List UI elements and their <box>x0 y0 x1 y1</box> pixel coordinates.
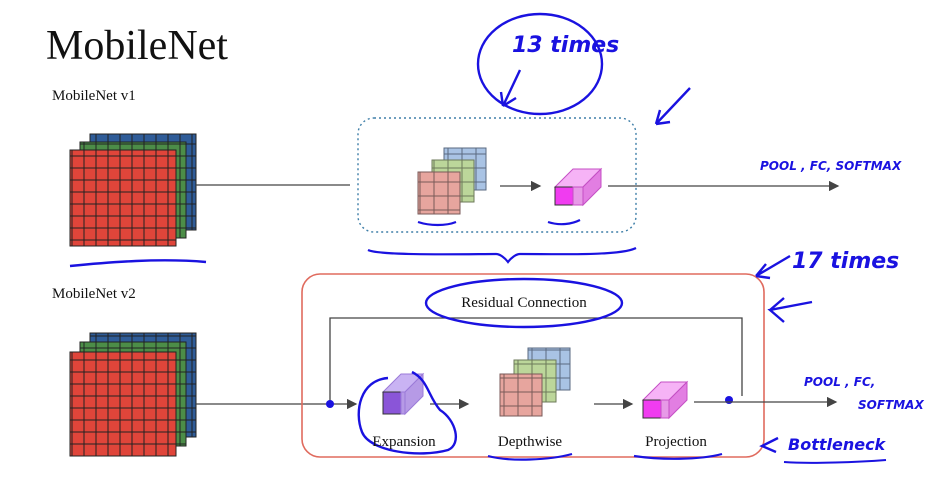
stage-label-depthwise: Depthwise <box>498 434 562 450</box>
mobilenet-v1-label: MobileNet v1 <box>52 88 136 104</box>
stage-label-expansion: Expansion <box>372 434 436 450</box>
page-title: MobileNet <box>46 23 228 69</box>
v1-block-boundary <box>357 117 637 233</box>
v2-repeat-annotation: 17 times <box>792 249 899 274</box>
v1-output-annotation: POOL , FC, SOFTMAX <box>760 159 902 173</box>
v1-depthwise-conv <box>417 147 487 215</box>
v2-output-annotation-line2: SOFTMAX <box>858 398 924 412</box>
residual-connection-path <box>329 317 743 404</box>
v2-bottleneck-block <box>301 273 765 458</box>
expansion-conv <box>381 372 425 416</box>
depthwise-conv <box>499 347 571 417</box>
stage-label-projection: Projection <box>645 434 707 450</box>
v2-output-annotation-line1: POOL , FC, <box>804 375 875 389</box>
residual-merge-dot <box>725 396 733 404</box>
projection-conv <box>641 380 689 420</box>
v2-handwritten-annotations <box>357 254 887 464</box>
v1-pointwise-conv <box>553 167 603 207</box>
v1-handwritten-annotations <box>69 12 691 268</box>
residual-connection-label: Residual Connection <box>461 295 587 311</box>
bottleneck-annotation: Bottleneck <box>788 435 887 454</box>
v2-input-tensor <box>69 332 197 457</box>
mobilenet-v2-label: MobileNet v2 <box>52 286 136 302</box>
v1-repeat-annotation: 13 times <box>512 33 619 58</box>
v1-input-tensor <box>69 133 197 247</box>
residual-split-dot <box>326 400 334 408</box>
